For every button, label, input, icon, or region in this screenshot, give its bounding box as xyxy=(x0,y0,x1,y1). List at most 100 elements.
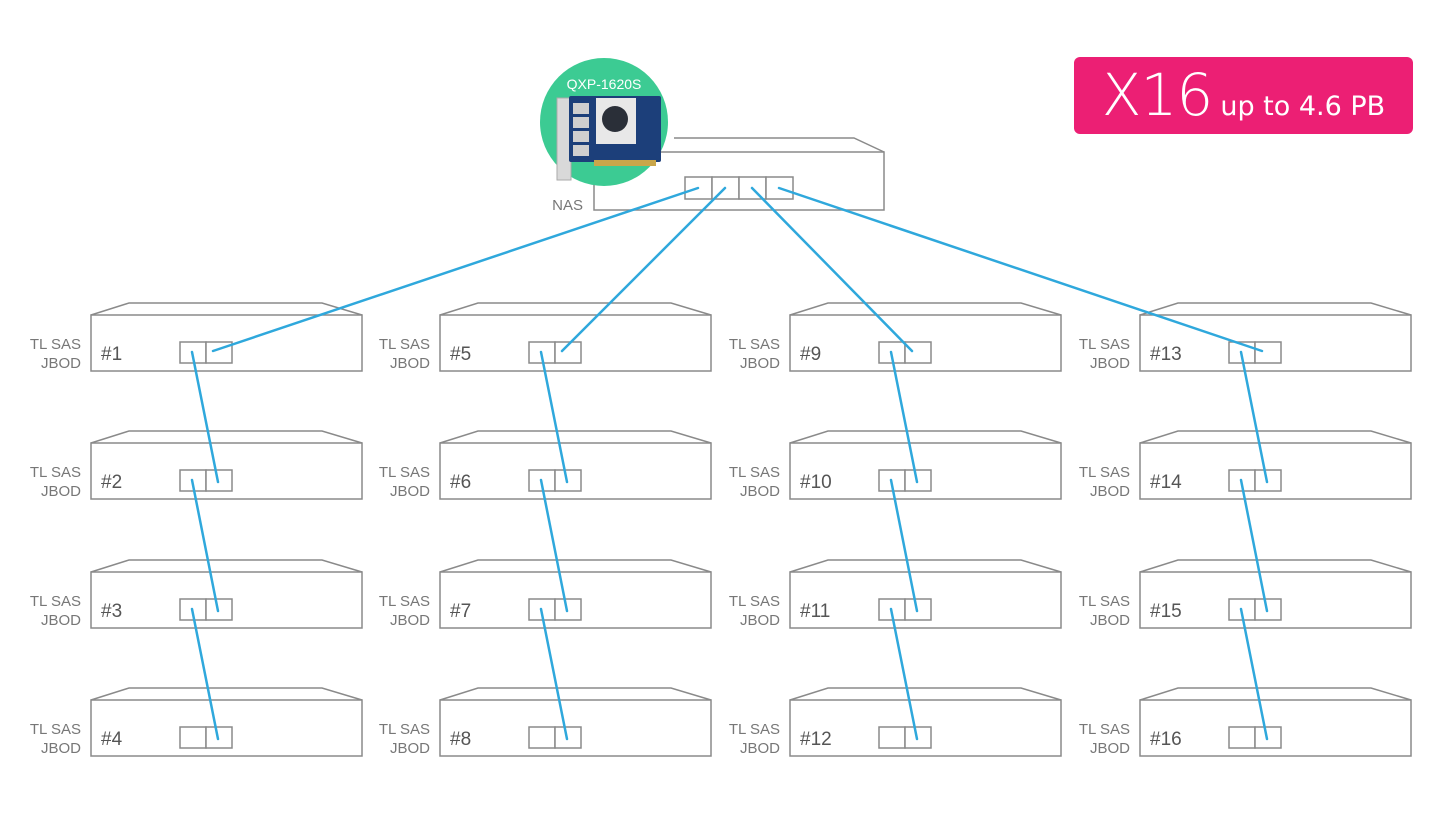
jbod-type-label: TL SAS xyxy=(30,336,81,353)
jbod-type-label: JBOD xyxy=(41,740,81,757)
jbod-top-edge xyxy=(1139,559,1412,573)
sas-cable xyxy=(560,186,727,353)
sas-cable xyxy=(539,607,569,741)
jbod-top-edge xyxy=(1139,302,1412,316)
card-bracket xyxy=(556,97,572,181)
jbod-type-label: JBOD xyxy=(390,355,430,372)
card-sas-port xyxy=(573,145,589,156)
sas-cable xyxy=(539,350,569,484)
jbod-top-edge xyxy=(439,302,712,316)
jbod-top-edge xyxy=(1139,687,1412,701)
sas-port-out xyxy=(554,726,582,749)
jbod-type-label: JBOD xyxy=(1090,355,1130,372)
jbod-top-edge xyxy=(90,559,363,573)
sas-port-out xyxy=(1254,341,1282,364)
sas-port-in xyxy=(179,726,207,749)
jbod-type-label: JBOD xyxy=(1090,612,1130,629)
sas-port-in xyxy=(528,726,556,749)
badge-count: X16 xyxy=(1101,61,1214,129)
jbod-type-label: TL SAS xyxy=(30,721,81,738)
jbod-type-label: JBOD xyxy=(1090,740,1130,757)
jbod-chassis xyxy=(1139,442,1412,500)
card-connector xyxy=(594,160,656,166)
jbod-number: #6 xyxy=(450,472,471,493)
sas-cable xyxy=(889,350,919,484)
jbod-top-edge xyxy=(1139,430,1412,444)
jbod-type-label: TL SAS xyxy=(379,464,430,481)
card-sas-port xyxy=(573,131,589,142)
jbod-unit: #14 TL SAS JBOD xyxy=(1079,430,1412,500)
jbod-number: #13 xyxy=(1150,344,1182,365)
jbod-type-label: TL SAS xyxy=(379,721,430,738)
jbod-top-edge xyxy=(439,687,712,701)
sas-cable xyxy=(889,478,919,613)
capacity-badge: X16 up to 4.6 PB xyxy=(1074,57,1413,134)
sas-cable xyxy=(190,478,220,613)
sas-cable xyxy=(1239,478,1269,613)
sas-port-in xyxy=(1228,726,1256,749)
jbod-top-edge xyxy=(789,302,1062,316)
jbod-chassis xyxy=(90,314,363,372)
jbod-top-edge xyxy=(439,559,712,573)
nas-top-edge xyxy=(674,137,885,153)
jbod-number: #12 xyxy=(800,729,832,750)
jbod-type-label: JBOD xyxy=(41,483,81,500)
jbod-type-label: TL SAS xyxy=(1079,464,1130,481)
jbod-chassis xyxy=(1139,314,1412,372)
sas-cable xyxy=(190,350,220,484)
nas-label: NAS xyxy=(552,197,583,214)
jbod-type-label: TL SAS xyxy=(379,593,430,610)
jbod-chassis xyxy=(90,442,363,500)
jbod-top-edge xyxy=(789,559,1062,573)
badge-capacity: up to 4.6 PB xyxy=(1220,91,1386,122)
sas-cable xyxy=(211,186,700,353)
jbod-type-label: JBOD xyxy=(41,612,81,629)
jbod-chassis xyxy=(789,571,1062,629)
sas-port-out xyxy=(554,598,582,621)
expansion-card-image: QXP-1620S xyxy=(540,58,668,186)
jbod-type-label: TL SAS xyxy=(1079,336,1130,353)
jbod-number: #7 xyxy=(450,601,471,622)
jbod-type-label: TL SAS xyxy=(729,721,780,738)
jbod-chassis xyxy=(789,442,1062,500)
jbod-chassis xyxy=(789,314,1062,372)
jbod-number: #14 xyxy=(1150,472,1182,493)
jbod-type-label: JBOD xyxy=(1090,483,1130,500)
jbod-type-label: TL SAS xyxy=(729,336,780,353)
jbod-chassis xyxy=(789,699,1062,757)
jbod-number: #10 xyxy=(800,472,832,493)
jbod-unit: #10 TL SAS JBOD xyxy=(729,430,1062,500)
jbod-unit: #13 TL SAS JBOD xyxy=(1079,302,1412,372)
jbod-type-label: TL SAS xyxy=(729,464,780,481)
jbod-type-label: JBOD xyxy=(740,483,780,500)
jbod-top-edge xyxy=(90,302,363,316)
jbod-number: #1 xyxy=(101,344,122,365)
sas-port-out xyxy=(554,469,582,492)
jbod-unit: #12 TL SAS JBOD xyxy=(729,687,1062,757)
card-model-label: QXP-1620S xyxy=(567,76,642,92)
sas-port-out xyxy=(904,341,932,364)
jbod-number: #5 xyxy=(450,344,471,365)
jbod-chassis xyxy=(439,699,712,757)
jbod-type-label: JBOD xyxy=(740,740,780,757)
sas-port-out xyxy=(1254,469,1282,492)
jbod-type-label: TL SAS xyxy=(379,336,430,353)
jbod-number: #15 xyxy=(1150,601,1182,622)
jbod-number: #16 xyxy=(1150,729,1182,750)
card-sas-port xyxy=(573,103,589,114)
sas-port-out xyxy=(205,469,233,492)
jbod-chassis xyxy=(439,442,712,500)
jbod-type-label: TL SAS xyxy=(30,593,81,610)
sas-cable xyxy=(190,607,220,741)
jbod-top-edge xyxy=(90,687,363,701)
sas-port-out xyxy=(1254,726,1282,749)
